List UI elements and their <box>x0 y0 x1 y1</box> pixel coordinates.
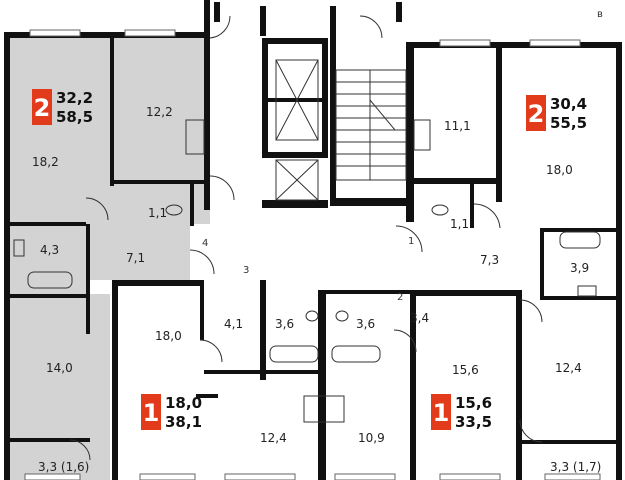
staircase <box>335 69 407 181</box>
room-area-label: 1,1 <box>148 206 167 220</box>
apartment-total-area: 38,1 <box>165 413 202 431</box>
room-area-label: 3,3 (1,6) <box>38 460 89 474</box>
door-number: 2 <box>397 292 403 303</box>
apartment-total-area: 33,5 <box>455 413 492 431</box>
apartment-living-area: 18,0 <box>165 394 202 412</box>
apartment-living-area: 30,4 <box>550 95 587 113</box>
door-swings <box>69 15 543 461</box>
elevator-shafts <box>275 59 319 201</box>
apartment-badge-1: 2 32,2 58,5 <box>32 89 93 126</box>
windows <box>24 29 601 480</box>
room-labels: 18,2 12,2 1,1 4,3 7,1 14,0 3,3 (1,6) 11,… <box>32 105 601 474</box>
highlighted-apartment-area <box>6 36 210 480</box>
room-area-label: 4,1 <box>224 317 243 331</box>
room-area-label: 18,2 <box>32 155 59 169</box>
apartment-badge-4: 1 15,6 33,5 <box>431 394 492 431</box>
room-area-label: 3,3 (1,7) <box>550 460 601 474</box>
room-area-label: 3,6 <box>275 317 294 331</box>
walls <box>4 0 622 480</box>
door-number: 1 <box>408 236 414 247</box>
door-number: 3 <box>243 265 249 276</box>
apartment-rooms: 2 <box>528 100 545 128</box>
bathroom-fixtures <box>13 119 601 423</box>
room-area-label: 12,4 <box>555 361 582 375</box>
room-area-label: 12,4 <box>260 431 287 445</box>
apartment-rooms: 2 <box>34 94 51 122</box>
apartment-badge-2: 2 30,4 55,5 <box>526 95 587 132</box>
room-area-label: 1,1 <box>450 217 469 231</box>
door-numbers: 4 3 1 2 <box>202 236 414 303</box>
apartment-living-area: 32,2 <box>56 89 93 107</box>
room-area-label: 14,0 <box>46 361 73 375</box>
room-area-label: 7,1 <box>126 251 145 265</box>
apartment-total-area: 55,5 <box>550 114 587 132</box>
door-number: 4 <box>202 238 208 249</box>
apartment-rooms: 1 <box>433 399 450 427</box>
room-area-label: 11,1 <box>444 119 471 133</box>
corner-letter: в <box>597 9 603 20</box>
apartment-rooms: 1 <box>143 399 160 427</box>
apartment-badge-3: 1 18,0 38,1 <box>141 394 202 431</box>
room-area-label: 10,9 <box>358 431 385 445</box>
room-area-label: 12,2 <box>146 105 173 119</box>
apartment-total-area: 58,5 <box>56 108 93 126</box>
room-area-label: 18,0 <box>546 163 573 177</box>
room-area-label: 4,3 <box>40 243 59 257</box>
apartment-living-area: 15,6 <box>455 394 492 412</box>
room-area-label: 3,4 <box>410 311 429 325</box>
room-area-label: 15,6 <box>452 363 479 377</box>
room-area-label: 18,0 <box>155 329 182 343</box>
room-area-label: 3,6 <box>356 317 375 331</box>
room-area-label: 7,3 <box>480 253 499 267</box>
room-area-label: 3,9 <box>570 261 589 275</box>
